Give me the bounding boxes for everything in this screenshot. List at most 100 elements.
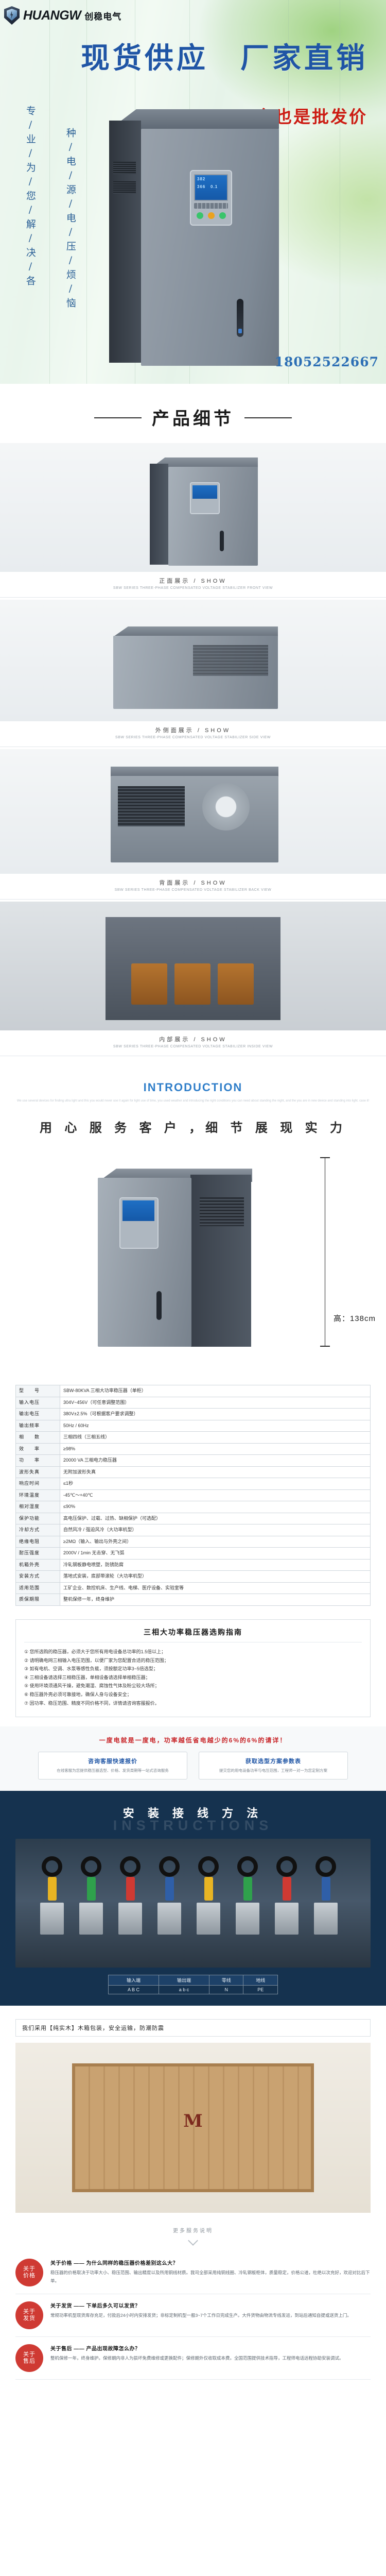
lug-ring-icon — [276, 1856, 297, 1877]
spec-value: 三相四线（三相五线） — [60, 1431, 371, 1444]
product-shot-side: 外侧面展示 / SHOW SBW SERIES THREE-PHASE COMP… — [0, 600, 386, 747]
cta-button[interactable]: 获取选型方案参数表提交您的用电设备功率与电压范围，工程师一对一为您定制方案 — [199, 1752, 348, 1780]
spec-key: 耐压强度 — [15, 1547, 60, 1560]
terminal-table-head-cell: 零线 — [208, 1975, 244, 1986]
terminal-table-head-cell: 地线 — [243, 1975, 278, 1986]
cta-button[interactable]: 咨询客服快速报价在线客服为您提供稳压器选型、价格、发货周期等一站式咨询服务 — [38, 1752, 187, 1780]
spec-key: 效 率 — [15, 1443, 60, 1455]
lug-ring-icon — [120, 1856, 141, 1877]
buying-guide-item: ⑤ 使用环境须通风干燥，避免潮湿、腐蚀性气体及粉尘较大场所； — [24, 1683, 160, 1689]
dimension-figure: 高：138cm — [0, 1148, 386, 1369]
lug-busbar — [157, 1903, 181, 1935]
lug-busbar — [236, 1903, 259, 1935]
banner-vertical-text-left: 专/业/为/您/解/决/各 — [24, 106, 36, 289]
spec-value: -45℃～+40℃ — [60, 1489, 371, 1502]
cta-buttons: 咨询客服快速报价在线客服为您提供稳压器选型、价格、发货周期等一站式咨询服务获取选… — [0, 1752, 386, 1780]
shield-icon — [4, 6, 20, 25]
lug-busbar — [314, 1903, 338, 1935]
lug-busbar — [197, 1903, 220, 1935]
lug-busbar — [118, 1903, 142, 1935]
spec-value: 50Hz / 60Hz — [60, 1419, 371, 1432]
section-title: 产品细节 — [94, 404, 292, 430]
product-detail-page: HUANGW 创稳电气 现货供应 厂家直销 一台也是批发价 专/业/为/您/解/… — [0, 0, 386, 2400]
spec-row: 效 率≥98% — [15, 1443, 371, 1455]
faq-list: 关于价格关于价格 —— 为什么同样的稳压器价格差别这么大？稳压器的价格取决于功率… — [15, 2251, 371, 2380]
spec-row: 冷却方式自然风冷 / 强迫风冷（大功率机型） — [15, 1524, 371, 1536]
spec-value: 304V~456V（可任意调整范围） — [60, 1396, 371, 1409]
spec-row: 响应时间≤1秒 — [15, 1478, 371, 1490]
faq-badge: 关于售后 — [15, 2344, 43, 2372]
lug-wire — [243, 1877, 252, 1901]
spec-value: 工矿企业、数控机床、生产线、电梯、医疗设备、实验室等 — [60, 1582, 371, 1595]
spec-row: 波形失真无附加波形失真 — [15, 1466, 371, 1479]
spec-key: 响应时间 — [15, 1478, 60, 1490]
product-shot-back: 背面展示 / SHOW SBW SERIES THREE-PHASE COMPE… — [0, 749, 386, 900]
buying-guide-item: ③ 如有电机、空调、水泵等感性负载，须按额定功率3~5倍选型； — [24, 1666, 158, 1672]
faq-row[interactable]: 关于售后关于售后 —— 产品出现故障怎么办？整机保修一年，终身维护。保修期内非人… — [15, 2337, 371, 2380]
spec-row: 质保期限整机保修一年，终身维护 — [15, 1594, 371, 1606]
instructions-header: 安 装 接 线 方 法 INSTRUCTIONS — [0, 1791, 386, 1839]
spec-value: 20000 VA 三相电力稳压器 — [60, 1454, 371, 1467]
lug-wire — [282, 1877, 291, 1901]
terminal-table-header: 输入端输出端零线地线 — [108, 1975, 278, 1986]
introduction-paragraph-en: We use several devices for finding ultra… — [16, 1099, 370, 1103]
buying-guide: 三相大功率稳压器选购指南 ① 您所选购的稳压器，必须大于您所有用电设备总功率的1… — [15, 1619, 371, 1718]
spec-key: 输出电压 — [15, 1408, 60, 1420]
caption-en: SBW SERIES THREE-PHASE COMPENSATED VOLTA… — [113, 1045, 273, 1048]
contact-phone[interactable]: 18052522667 — [274, 354, 379, 369]
spec-value: 无附加波形失真 — [60, 1466, 371, 1479]
scroll-divider: 更多服务说明 — [0, 2213, 386, 2248]
caption-cn: 内部展示 / SHOW — [159, 1037, 227, 1043]
terminal-table-cell: a b c — [158, 1985, 209, 1995]
terminal-table-head-cell: 输入端 — [108, 1975, 159, 1986]
spec-value: 落地式安装，底部带滚轮（大功率机型） — [60, 1570, 371, 1583]
spec-key: 输入电压 — [15, 1396, 60, 1409]
faq-badge: 关于价格 — [15, 2259, 43, 2287]
brand-name-en: HUANGW — [23, 8, 81, 23]
terminal-lug — [37, 1856, 67, 1935]
faq-answer: 稳压器的价格取决于功率大小、稳压范围、输出精度以及所用铜线材质。我司全部采用纯铜… — [50, 2270, 370, 2284]
lug-busbar — [275, 1903, 299, 1935]
chevron-down-icon — [188, 2235, 198, 2246]
buying-guide-item: ④ 三相设备请选择三相稳压器，单相设备请选择单相稳压器； — [24, 1674, 150, 1680]
spec-row: 机箱外壳冷轧钢板静电喷塑，防锈防腐 — [15, 1558, 371, 1571]
faq-row[interactable]: 关于发货关于发货 —— 下单后多久可以发货？常规功率机型现货库存充足，付款后24… — [15, 2294, 371, 2337]
lug-busbar — [40, 1903, 64, 1935]
spec-value: ≥98% — [60, 1443, 371, 1455]
lug-ring-icon — [159, 1856, 180, 1877]
caption-cn: 正面展示 / SHOW — [159, 578, 227, 584]
terminal-lug — [233, 1856, 262, 1935]
faq-row[interactable]: 关于价格关于价格 —— 为什么同样的稳压器价格差别这么大？稳压器的价格取决于功率… — [15, 2251, 371, 2295]
terminal-table-cell: A B C — [108, 1985, 159, 1995]
product-shot-front: 正面展示 / SHOW SBW SERIES THREE-PHASE COMPE… — [0, 443, 386, 598]
buying-guide-item: ⑦ 因功率、稳压范围、精度不同价格不同，详情请咨询客服报价。 — [24, 1700, 160, 1706]
spec-row: 适用范围工矿企业、数控机床、生产线、电梯、医疗设备、实验室等 — [15, 1582, 371, 1595]
spec-row: 绝缘电阻≥2MΩ（输入、输出与外壳之间） — [15, 1535, 371, 1548]
terminal-lug — [194, 1856, 223, 1935]
terminal-lug — [311, 1856, 341, 1935]
spec-value: SBW-80KVA 三相大功率稳压器（单柜） — [60, 1385, 371, 1397]
spec-row: 相 数三相四线（三相五线） — [15, 1431, 371, 1444]
caption-cn: 背面展示 / SHOW — [159, 880, 227, 886]
terminal-lug — [154, 1856, 184, 1935]
spec-row: 环境温度-45℃～+40℃ — [15, 1489, 371, 1502]
caption-side: 外侧面展示 / SHOW SBW SERIES THREE-PHASE COMP… — [0, 721, 386, 747]
cta-bar: 一度电就是一度电，功率越低省电越少的6%的6%的请详！ 咨询客服快速报价在线客服… — [0, 1726, 386, 1791]
banner-headline: 现货供应 厂家直销 — [81, 41, 368, 75]
introduction-section: INTRODUCTION We use several devices for … — [0, 1058, 386, 1141]
buying-guide-list: ① 您所选购的稳压器，必须大于您所有用电设备总功率的1.5倍以上；② 请明确电网… — [24, 1648, 362, 1707]
dimension-label: 高：138cm — [333, 1314, 376, 1324]
cta-button-desc: 在线客服为您提供稳压器选型、价格、发货周期等一站式咨询服务 — [57, 1768, 169, 1773]
spec-key: 相 数 — [15, 1431, 60, 1444]
lug-ring-icon — [315, 1856, 336, 1877]
faq-answer: 常规功率机型现货库存充足，付款后24小时内安排发货；非标定制机型一般3~7个工作… — [50, 2313, 352, 2318]
spec-key: 安装方式 — [15, 1570, 60, 1583]
